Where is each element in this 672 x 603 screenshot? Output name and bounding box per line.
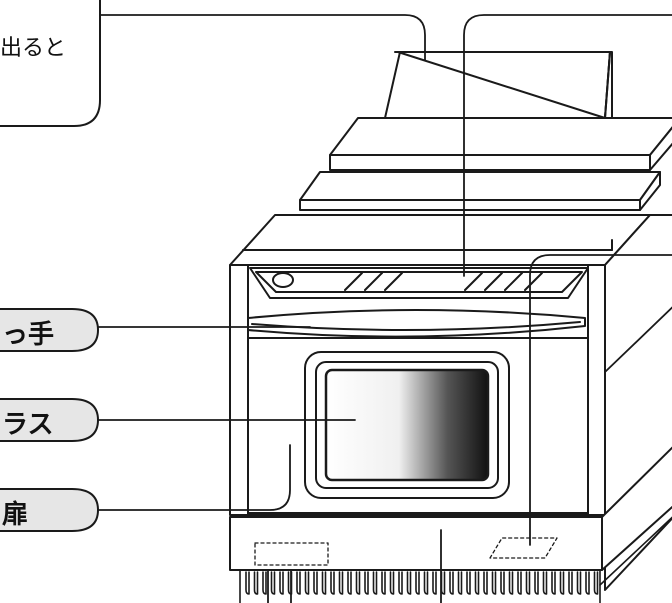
oven-base bbox=[229, 446, 672, 571]
vent-slat bbox=[466, 571, 471, 595]
vent-slat bbox=[364, 571, 369, 595]
handle-label-pill bbox=[0, 308, 99, 352]
vent-slat bbox=[491, 571, 497, 595]
vent-slat bbox=[313, 571, 318, 595]
door-label-pill bbox=[0, 488, 99, 532]
vent-slat bbox=[338, 571, 344, 595]
door-glass-window bbox=[324, 368, 490, 482]
base-right-panel bbox=[489, 537, 558, 559]
vent-slat bbox=[559, 571, 565, 595]
vent-slat bbox=[406, 571, 412, 595]
vent-slat bbox=[585, 571, 590, 595]
vent-slat bbox=[355, 571, 361, 595]
stand-vents bbox=[239, 516, 672, 603]
base-left-panel bbox=[254, 542, 329, 566]
vent-slat bbox=[568, 571, 573, 595]
vent-slat bbox=[517, 571, 522, 595]
vent-slat bbox=[279, 571, 284, 595]
door-label: 扉 bbox=[2, 500, 29, 530]
vent-slat bbox=[415, 571, 420, 595]
top-note-text: 出ると bbox=[0, 36, 67, 61]
vent-slat bbox=[440, 571, 446, 595]
vent-slat bbox=[525, 571, 531, 595]
oven-top bbox=[299, 117, 672, 211]
vent-slat bbox=[253, 571, 259, 595]
vent-slat bbox=[347, 571, 352, 595]
vent-slat bbox=[449, 571, 454, 595]
control-panel bbox=[249, 267, 589, 299]
vent-slat bbox=[423, 571, 429, 595]
vent-slat bbox=[576, 571, 582, 595]
top-note-box bbox=[0, 0, 101, 127]
vent-slat bbox=[304, 571, 310, 595]
oven-door bbox=[247, 337, 589, 514]
vent-slat bbox=[270, 571, 276, 595]
handle-label: っ手 bbox=[2, 320, 55, 350]
vent-slat bbox=[474, 571, 480, 595]
vent-slat bbox=[245, 571, 250, 595]
vent-slat bbox=[389, 571, 395, 595]
glass-label-pill bbox=[0, 398, 99, 442]
vent-slat bbox=[330, 571, 335, 595]
glass-label: ラス bbox=[2, 410, 54, 440]
control-knob-icon bbox=[272, 272, 294, 288]
vent-slat bbox=[508, 571, 514, 595]
vent-slat bbox=[321, 571, 327, 595]
vent-slat bbox=[534, 571, 539, 595]
vent-slat bbox=[500, 571, 505, 595]
callout-leaders bbox=[94, 14, 672, 603]
vent-slat bbox=[483, 571, 488, 595]
vent-slat bbox=[398, 571, 403, 595]
vent-slat bbox=[593, 571, 599, 595]
vent-slat bbox=[551, 571, 556, 595]
door-handle bbox=[247, 309, 586, 338]
vent-slat bbox=[372, 571, 378, 595]
vent-slat bbox=[262, 571, 267, 595]
vent-slat bbox=[296, 571, 301, 595]
vent-slat bbox=[432, 571, 437, 595]
vent-slat bbox=[457, 571, 463, 595]
vent-slat bbox=[381, 571, 386, 595]
vent-slat bbox=[542, 571, 548, 595]
